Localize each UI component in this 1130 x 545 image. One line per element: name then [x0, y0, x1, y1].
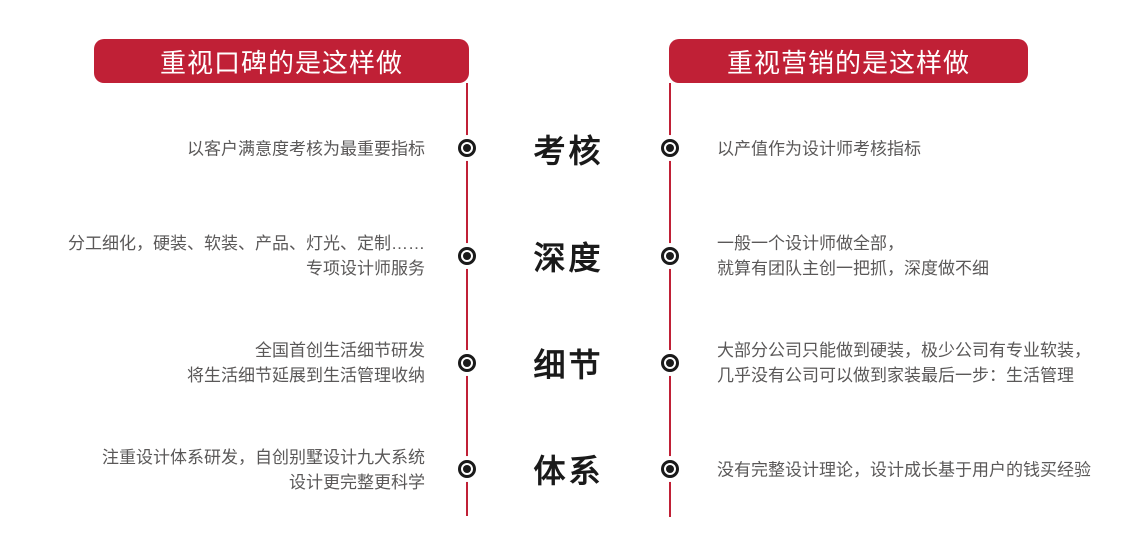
text-line: 一般一个设计师做全部， — [717, 234, 904, 253]
bullseye-icon — [458, 139, 476, 157]
text-line: 将生活细节延展到生活管理收纳 — [187, 366, 425, 385]
text-line: 专项设计师服务 — [306, 259, 425, 278]
right-timeline-line — [669, 83, 671, 517]
bullseye-icon — [458, 247, 476, 265]
category-label-depth: 深度 — [533, 240, 604, 276]
row-details-left-text: 全国首创生活细节研发 将生活细节延展到生活管理收纳 — [187, 338, 425, 388]
row-system-right-text: 没有完整设计理论，设计成长基于用户的钱买经验 — [717, 458, 1091, 483]
text-line: 以客户满意度考核为最重要指标 — [187, 139, 425, 159]
left-column-header: 重视口碑的是这样做 — [94, 39, 469, 83]
row-depth-left-text: 分工细化，硬装、软装、产品、灯光、定制…… 专项设计师服务 — [68, 231, 425, 281]
row-details-right-text: 大部分公司只能做到硬装，极少公司有专业软装， 几乎没有公司可以做到家装最后一步：… — [717, 338, 1091, 388]
text-line: 没有完整设计理论，设计成长基于用户的钱买经验 — [717, 460, 1091, 480]
text-line: 几乎没有公司可以做到家装最后一步：生活管理 — [717, 366, 1074, 385]
text-line: 全国首创生活细节研发 — [255, 341, 425, 360]
bullseye-icon — [661, 247, 679, 265]
left-timeline-line — [466, 83, 468, 516]
text-line: 大部分公司只能做到硬装，极少公司有专业软装， — [717, 341, 1091, 360]
text-line: 就算有团队主创一把抓，深度做不细 — [717, 259, 989, 278]
text-line: 注重设计体系研发，自创别墅设计九大系统 — [102, 448, 425, 467]
row-assessment-right-text: 以产值作为设计师考核指标 — [717, 137, 921, 162]
bullseye-icon — [458, 460, 476, 478]
right-column-header-label: 重视营销的是这样做 — [726, 47, 970, 78]
category-label-assessment: 考核 — [533, 133, 604, 169]
bullseye-icon — [458, 354, 476, 372]
category-label-details: 细节 — [533, 347, 604, 383]
text-line: 分工细化，硬装、软装、产品、灯光、定制…… — [68, 234, 425, 253]
text-line: 以产值作为设计师考核指标 — [717, 139, 921, 159]
row-assessment-left-text: 以客户满意度考核为最重要指标 — [187, 137, 425, 162]
row-depth-right-text: 一般一个设计师做全部， 就算有团队主创一把抓，深度做不细 — [717, 231, 989, 281]
row-system-left-text: 注重设计体系研发，自创别墅设计九大系统 设计更完整更科学 — [102, 445, 425, 495]
category-label-system: 体系 — [533, 453, 604, 489]
text-line: 设计更完整更科学 — [289, 473, 425, 492]
bullseye-icon — [661, 354, 679, 372]
right-column-header: 重视营销的是这样做 — [669, 39, 1028, 83]
bullseye-icon — [661, 139, 679, 157]
bullseye-icon — [661, 460, 679, 478]
left-column-header-label: 重视口碑的是这样做 — [159, 47, 403, 78]
